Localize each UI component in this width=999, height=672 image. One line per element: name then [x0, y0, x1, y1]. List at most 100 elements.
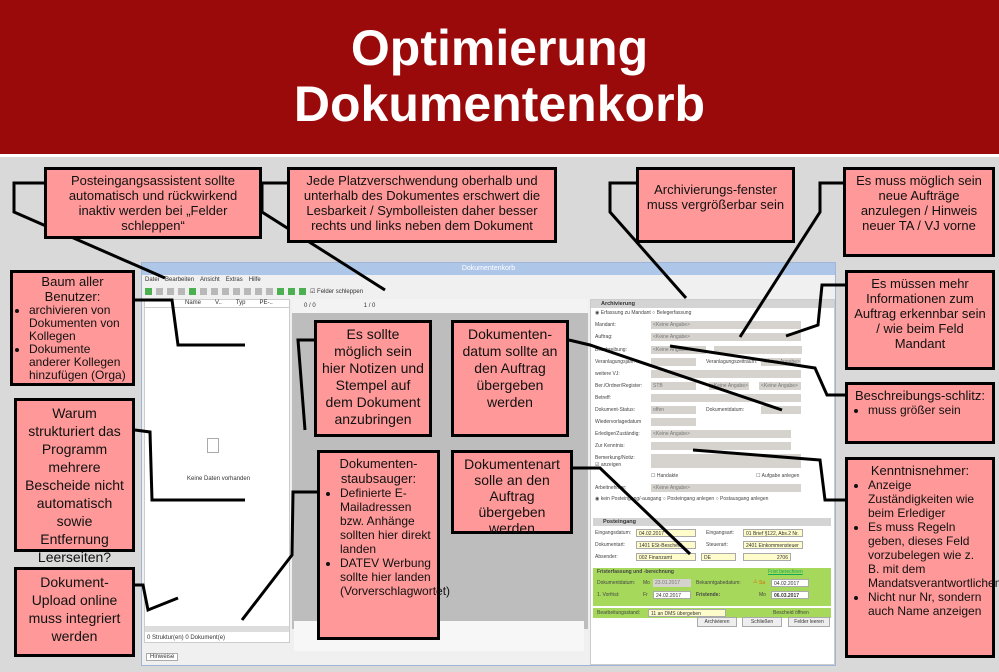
label-dokumentart: Dokumentart:: [595, 542, 626, 548]
anzeigen-checkbox[interactable]: ☑ anzeigen: [595, 462, 622, 468]
note-title: Kenntnisnehmer:: [870, 463, 970, 478]
radio-label: Belegerfassung: [656, 310, 692, 316]
save-icon[interactable]: [156, 288, 163, 295]
felder-schleppen-checkbox[interactable]: ☑ Felder schleppen: [310, 289, 364, 295]
weekday: Mo: [759, 592, 766, 598]
page-counter: 0 / 0: [304, 303, 316, 309]
disk-icon[interactable]: [200, 288, 207, 295]
no-data-text: Keine Daten vorhanden: [187, 476, 251, 482]
assistant-icon[interactable]: [189, 288, 196, 295]
felder-schleppen-label: Felder schleppen: [317, 289, 364, 295]
help-icon[interactable]: [299, 288, 306, 295]
frist-dokdatum-input[interactable]: 23.01.2017: [653, 579, 691, 587]
scan-icon[interactable]: [178, 288, 185, 295]
col-v[interactable]: V..: [215, 300, 222, 306]
kenntnis-input[interactable]: [651, 442, 791, 450]
absender-nr[interactable]: 2706: [743, 553, 791, 561]
note-title: Beschreibungs-schlitz:: [854, 388, 986, 403]
wiedervorlage-input[interactable]: [651, 418, 696, 426]
schliessen-button[interactable]: Schließen: [742, 617, 782, 627]
handakte-checkbox[interactable]: ☐ Handakte: [651, 473, 679, 479]
section-posteingang[interactable]: Posteingang: [593, 518, 831, 526]
label-steuerart: Steuerart:: [706, 542, 728, 548]
aufgabe-checkbox[interactable]: ☐ Aufgabe anlegen: [756, 473, 800, 479]
note-kenntnisnehmer: Kenntnisnehmer:Anzeige Zuständigkeiten w…: [845, 457, 999, 658]
label-eingangsdatum: Eingangsdatum:: [595, 530, 632, 536]
bemerkung-input[interactable]: [651, 454, 801, 468]
ber-select[interactable]: STB: [651, 382, 696, 390]
status-select[interactable]: offen: [651, 406, 696, 414]
label-status: Dokument-Status:: [595, 407, 636, 413]
tree-header: Name V.. Typ PE-..: [145, 300, 289, 308]
print-icon[interactable]: [255, 288, 262, 295]
slide-title-2: Dokumentenkorb: [293, 76, 706, 132]
refresh-icon[interactable]: [277, 288, 284, 295]
page-icon[interactable]: [266, 288, 273, 295]
beschreibung-input[interactable]: [714, 346, 802, 354]
label-bekanntgabe: Bekanntgabedatum:: [696, 580, 741, 586]
layout-icon[interactable]: [288, 288, 295, 295]
note-item: Nicht nur Nr, sondern auch Name anzeigen: [868, 590, 988, 618]
note-beschreibungsschlitz: Beschreibungs-schlitz:muss größer sein: [845, 382, 995, 444]
dokumentdatum-input[interactable]: [761, 406, 801, 414]
disk2-icon[interactable]: [211, 288, 218, 295]
menu-bearbeiten[interactable]: Bearbeiten: [165, 277, 195, 283]
auftrag-select[interactable]: <Keine Angabe>: [651, 333, 801, 341]
note-auftrag-infos: Es müssen mehr Informationen zum Auftrag…: [845, 270, 995, 370]
menu-hilfe[interactable]: Hilfe: [248, 277, 261, 283]
archive-form: Archivierung ◉ Erfassung zu Mandant ○ Be…: [590, 299, 835, 665]
tab-hinweise[interactable]: Hinweise: [146, 653, 179, 661]
arbeitnehmer-select[interactable]: <Keine Angabe>: [651, 484, 801, 492]
betreff-select[interactable]: [651, 394, 801, 402]
menu-ansicht[interactable]: Ansicht: [200, 277, 220, 283]
menu-extras[interactable]: Extras: [225, 277, 243, 283]
beschreibung-select[interactable]: <Keine Angabe>: [651, 346, 706, 354]
ordner-select[interactable]: <Keine Angabe>: [709, 382, 749, 390]
land-select[interactable]: DE: [701, 553, 736, 561]
bekanntgabe-input[interactable]: 04.02.2017: [771, 579, 809, 587]
down-icon[interactable]: [167, 288, 174, 295]
eingangsart-select[interactable]: 01 Brief §122, Abs.2 Nr.: [743, 529, 803, 537]
post-radios[interactable]: ◉ kein Posteingang/-ausgang ○ Posteingan…: [595, 496, 769, 502]
archivieren-button[interactable]: Archivieren: [697, 617, 737, 627]
register-select[interactable]: <Keine Angabe>: [759, 382, 801, 390]
erlediger-select[interactable]: <Keine Angabe>: [651, 430, 791, 438]
label-vorfrist: 1. Vorfrist:: [597, 592, 620, 598]
veranl-select[interactable]: <Keine Angabe>: [761, 358, 801, 366]
menu-datei[interactable]: Datei: [145, 277, 160, 283]
dokumentart-select[interactable]: 1401 ESt-Bescheid: [636, 541, 696, 549]
fristende-input[interactable]: 06.03.2017: [771, 591, 809, 599]
steuerart-select[interactable]: 2401 Einkommensteuer: [743, 541, 803, 549]
label-auftrag: Auftrag:: [595, 334, 613, 340]
delete-icon[interactable]: [244, 288, 251, 295]
section-archivierung[interactable]: Archivierung: [591, 300, 834, 308]
label-weitere-vj: weitere VJ:: [595, 371, 620, 377]
veranlagungsjahr-input[interactable]: [651, 358, 696, 366]
frist-berechnen-link[interactable]: Frist berechnen: [768, 569, 803, 575]
copy-icon[interactable]: [233, 288, 240, 295]
mandant-select[interactable]: <Keine Angabe>: [651, 321, 801, 329]
note-baum-benutzer: Baum aller Benutzer:archivieren von Doku…: [10, 270, 135, 386]
bearbeitungsstand-select[interactable]: 11 an DMS übergeben: [648, 609, 726, 617]
horizontal-scrollbar[interactable]: [145, 626, 289, 632]
eingangsdatum-input[interactable]: 04.02.2017: [636, 529, 696, 537]
handakte-label: Handakte: [656, 473, 679, 479]
page-input[interactable]: 1 / 0: [363, 303, 376, 309]
bescheid-oeffnen-link[interactable]: Bescheid öffnen: [773, 610, 809, 616]
col-pe[interactable]: PE-..: [259, 300, 273, 306]
col-typ[interactable]: Typ: [235, 300, 246, 306]
label-dokumentdatum: Dokumentdatum:: [706, 407, 745, 413]
note-neue-auftraege: Es muss möglich sein neue Aufträge anzul…: [843, 167, 995, 257]
radio-label: Erfassung zu Mandant: [600, 310, 651, 316]
label-veranl: Veranlagungszeitraum:: [706, 359, 758, 365]
up-icon[interactable]: [222, 288, 229, 295]
felder-leeren-button[interactable]: Felder leeren: [788, 617, 830, 627]
import-icon[interactable]: [145, 288, 152, 295]
absender-select[interactable]: 002 Finanzamt: [636, 553, 696, 561]
radio-mandant[interactable]: ◉ Erfassung zu Mandant ○ Belegerfassung: [595, 310, 692, 316]
radio-label: Posteingang anlegen: [667, 496, 715, 502]
weitere-vj-input[interactable]: [651, 370, 801, 378]
label-bemerkung: Bemerkung/Notiz:: [595, 455, 635, 461]
col-name[interactable]: Name: [185, 300, 202, 306]
vorfrist-input[interactable]: 24.02.2017: [653, 591, 691, 599]
